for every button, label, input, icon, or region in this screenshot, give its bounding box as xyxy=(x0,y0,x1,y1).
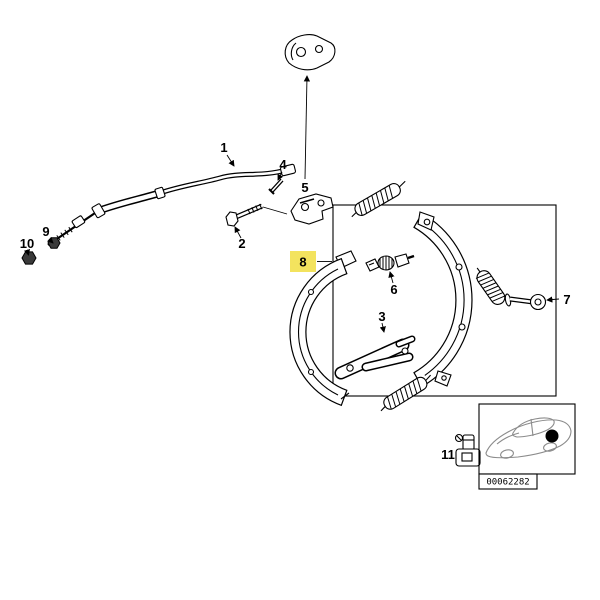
leader-7 xyxy=(546,296,560,303)
leader-9 xyxy=(46,236,54,244)
callout-3[interactable]: 3 xyxy=(378,309,385,324)
return-spring-lower xyxy=(380,374,431,412)
leader-10 xyxy=(23,248,30,256)
pin-head xyxy=(529,293,547,311)
callout-11[interactable]: 11 xyxy=(441,447,455,462)
cable-thread-ticks xyxy=(56,226,73,241)
bracket-5-upper xyxy=(284,34,336,71)
cable-adjusting-sleeve xyxy=(71,215,86,229)
hold-down-spring-7 xyxy=(475,267,547,311)
leader-2 xyxy=(234,226,242,239)
leader-lines xyxy=(23,75,560,333)
parking-brake-cable xyxy=(47,163,297,246)
spring-coils xyxy=(358,185,394,217)
car-location-inset: 00062282 xyxy=(478,403,576,490)
spring-coils xyxy=(387,378,422,410)
return-spring-upper xyxy=(351,180,406,218)
pin-4 xyxy=(268,178,284,195)
leader-6 xyxy=(388,271,395,284)
brake-shoe-left xyxy=(289,250,357,407)
hex-nut-10 xyxy=(21,251,37,265)
callout-4[interactable]: 4 xyxy=(279,157,287,172)
bolt-thread-ticks xyxy=(247,203,263,215)
callout-6[interactable]: 6 xyxy=(390,282,397,297)
callout-2[interactable]: 2 xyxy=(238,236,245,251)
adjuster-6 xyxy=(365,253,415,272)
location-dot xyxy=(545,429,559,443)
bolt-head xyxy=(225,211,239,227)
car-illustration xyxy=(485,417,572,459)
callout-7[interactable]: 7 xyxy=(563,292,570,307)
diagram-code: 00062282 xyxy=(486,478,529,488)
inset-border xyxy=(478,403,576,475)
knurl-lines xyxy=(379,256,393,270)
assembly-boundary-box xyxy=(332,204,557,397)
expander-3 xyxy=(334,335,416,380)
callout-8-highlight[interactable] xyxy=(290,251,316,272)
leader-3 xyxy=(379,322,386,333)
callout-8[interactable]: 8 xyxy=(299,255,306,270)
bracket-5-lower xyxy=(290,193,334,225)
cable-ferrule xyxy=(154,186,166,200)
retaining-clip-11 xyxy=(454,433,481,467)
callout-1[interactable]: 1 xyxy=(220,140,227,155)
hex-bolt-2 xyxy=(225,203,288,227)
bolt-position-line xyxy=(262,206,288,215)
callout-10[interactable]: 10 xyxy=(20,236,34,251)
leader-4 xyxy=(277,171,284,181)
callout-5[interactable]: 5 xyxy=(301,180,308,195)
callout-9[interactable]: 9 xyxy=(42,224,49,239)
cable-end-barrel xyxy=(279,163,297,177)
leader-5 xyxy=(303,75,311,180)
brake-shoe-right xyxy=(413,211,473,388)
spring-coils xyxy=(475,272,506,302)
cable-sheath-end xyxy=(91,203,106,219)
leader-1 xyxy=(226,154,235,167)
diagram-code-box xyxy=(478,473,538,490)
